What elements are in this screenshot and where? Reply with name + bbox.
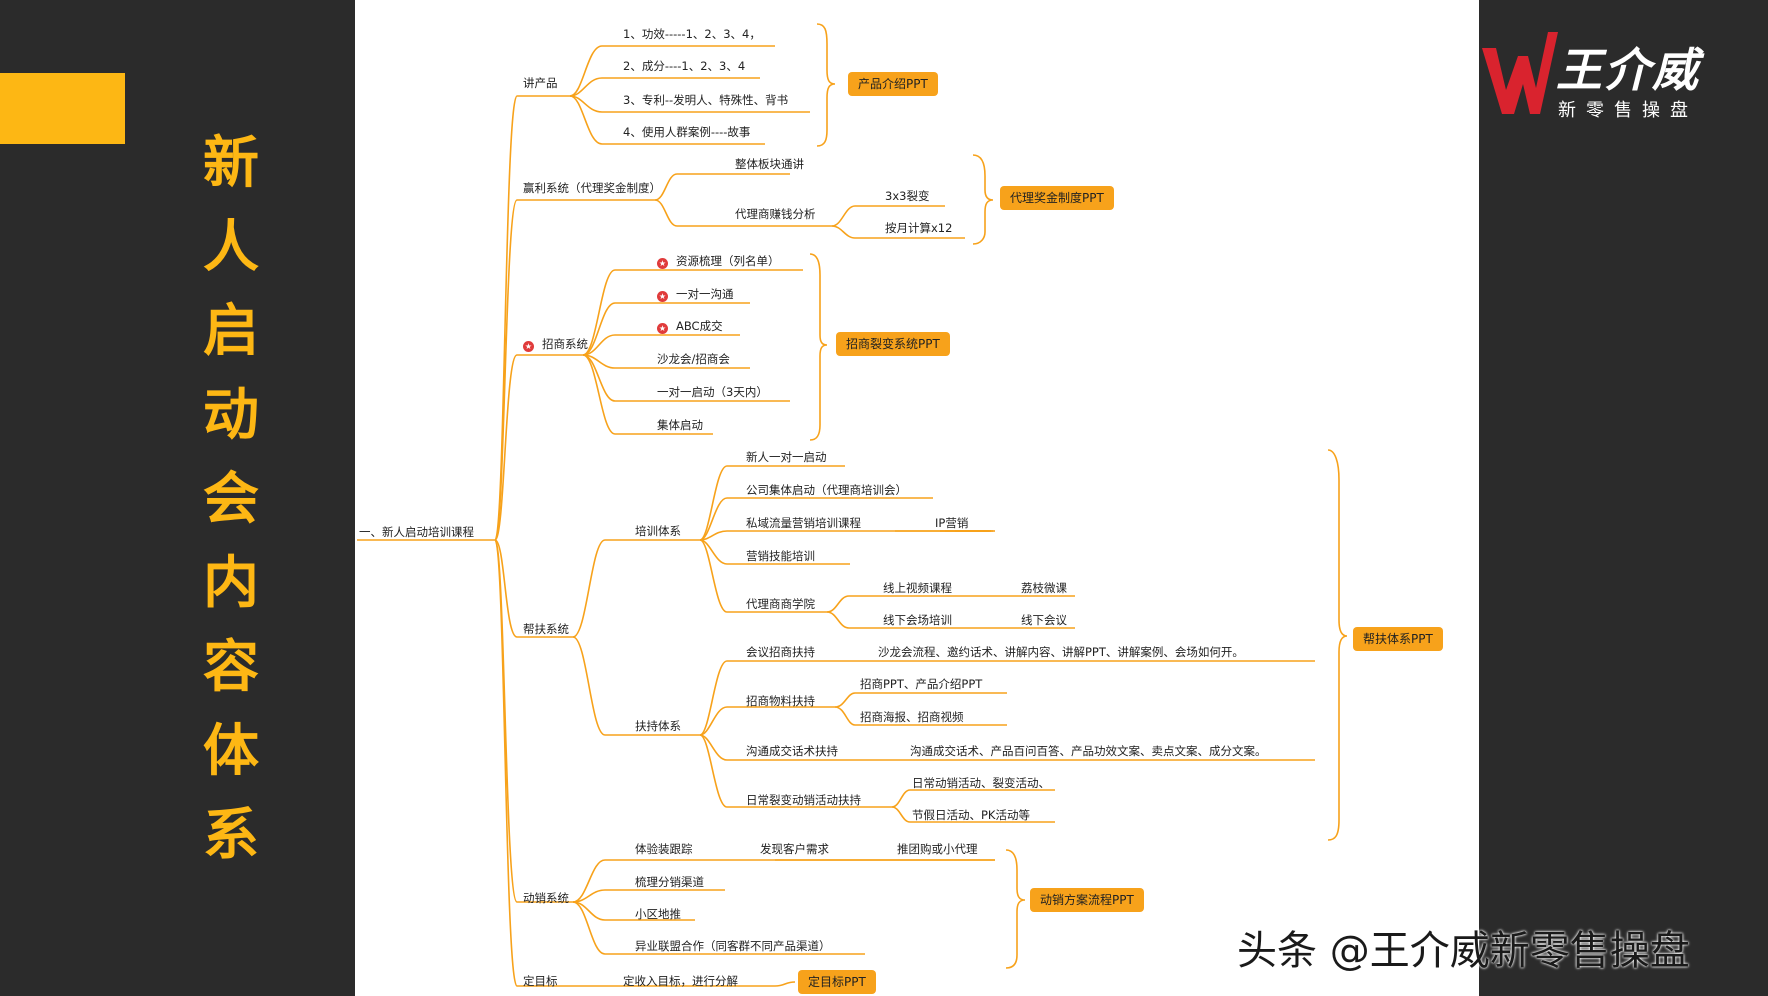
recruit-item: 沙龙会/招商会 xyxy=(657,352,730,366)
connector-lines xyxy=(357,23,1348,987)
sales-chain: 发现客户需求 xyxy=(760,842,829,856)
title-char: 体 xyxy=(203,719,259,784)
sales-item: 小区地推 xyxy=(635,907,681,921)
star-icon: ★ xyxy=(657,323,668,334)
logo-name: 王介威 xyxy=(1556,43,1700,97)
training-item: 代理商商学院 xyxy=(746,597,815,611)
training-item: 营销技能培训 xyxy=(746,549,815,563)
training-system: 培训体系 xyxy=(635,524,681,538)
profit-item: 代理商赚钱分析 xyxy=(735,207,816,221)
star-icon: ★ xyxy=(657,258,668,269)
branch-product: 讲产品 xyxy=(523,76,558,90)
title-char: 启 xyxy=(203,299,259,364)
sales-item: 异业联盟合作（同客群不同产品渠道） xyxy=(635,939,831,953)
recruit-item-label: 资源梳理（列名单） xyxy=(676,254,780,268)
sales-item: 梳理分销渠道 xyxy=(635,875,704,889)
recruit-item-label: ABC成交 xyxy=(676,319,723,333)
left-panel xyxy=(0,0,355,996)
assist-item: 沟通成交话术扶持 xyxy=(746,744,838,758)
branch-recruit: ★ 招商系统 xyxy=(523,337,588,352)
recruit-item: ★ ABC成交 xyxy=(657,319,723,334)
branch-sales: 动销系统 xyxy=(523,891,569,905)
profit-item: 整体板块通讲 xyxy=(735,157,804,171)
assist-item: 日常裂变动销活动扶持 xyxy=(746,793,861,807)
academy-item: 线下会场培训 xyxy=(883,613,952,627)
recruit-item-label: 一对一沟通 xyxy=(676,287,734,301)
branch-support: 帮扶系统 xyxy=(523,622,569,636)
w-logo-icon xyxy=(1482,32,1558,114)
title-char: 会 xyxy=(203,467,259,532)
sales-item: 体验装跟踪 xyxy=(635,842,693,856)
profit-sub-item: 3x3裂变 xyxy=(885,189,930,203)
training-item: 公司集体启动（代理商培训会） xyxy=(746,483,907,497)
profit-sub-item: 按月计算x12 xyxy=(885,221,953,235)
recruit-item: 集体启动 xyxy=(657,418,703,432)
goal-item: 定收入目标，进行分解 xyxy=(623,974,738,988)
assist-material: 招商PPT、产品介绍PPT xyxy=(860,677,983,691)
recruit-ppt-badge: 招商裂变系统PPT xyxy=(836,332,950,356)
mindmap-canvas: 一、新人启动培训课程 讲产品 1、功效-----1、2、3、4， 2、成分---… xyxy=(355,0,1479,996)
academy-sub: 线下会议 xyxy=(1021,613,1067,627)
assist-activity: 节假日活动、PK活动等 xyxy=(912,808,1030,822)
product-item: 1、功效-----1、2、3、4， xyxy=(623,27,761,41)
training-item: 私域流量营销培训课程 xyxy=(746,516,861,530)
slide-title: 新 人 启 动 会 内 容 体 系 xyxy=(195,122,267,878)
assist-system: 扶持体系 xyxy=(635,719,681,733)
title-char: 人 xyxy=(203,215,259,280)
goal-ppt-badge: 定目标PPT xyxy=(798,970,876,994)
accent-bar xyxy=(0,73,125,144)
title-char: 动 xyxy=(203,383,259,448)
star-icon: ★ xyxy=(657,291,668,302)
academy-item: 线上视频课程 xyxy=(883,581,952,595)
academy-sub: 荔枝微课 xyxy=(1021,581,1067,595)
assist-material: 招商海报、招商视频 xyxy=(860,710,964,724)
assist-activity: 日常动销活动、裂变活动、 xyxy=(912,776,1050,790)
sales-chain: 推团购或小代理 xyxy=(897,842,978,856)
product-ppt-badge: 产品介绍PPT xyxy=(848,72,938,96)
product-item: 2、成分----1、2、3、4 xyxy=(623,59,746,73)
support-ppt-badge: 帮扶体系PPT xyxy=(1353,627,1443,651)
sales-ppt-badge: 动销方案流程PPT xyxy=(1030,888,1144,912)
star-icon: ★ xyxy=(523,341,534,352)
logo-subtitle: 新零售操盘 xyxy=(1558,100,1698,121)
assist-item: 会议招商扶持 xyxy=(746,645,815,659)
watermark: 头条 @王介威新零售操盘 xyxy=(1237,928,1690,974)
recruit-item: ★ 一对一沟通 xyxy=(657,287,734,302)
training-ip: IP营销 xyxy=(935,516,969,530)
root-node: 一、新人启动培训课程 xyxy=(359,525,474,539)
assist-detail: 沙龙会流程、邀约话术、讲解内容、讲解PPT、讲解案例、会场如何开。 xyxy=(878,645,1244,659)
title-char: 新 xyxy=(203,131,259,196)
brand-logo: 王介威 新零售操盘 xyxy=(1478,20,1768,130)
assist-item: 招商物料扶持 xyxy=(746,694,815,708)
recruit-item: 一对一启动（3天内） xyxy=(657,385,768,399)
title-char: 内 xyxy=(203,551,259,616)
branch-profit: 赢利系统（代理奖金制度） xyxy=(523,181,661,195)
product-item: 4、使用人群案例----故事 xyxy=(623,125,751,139)
recruit-item: ★ 资源梳理（列名单） xyxy=(657,254,780,269)
training-item: 新人一对一启动 xyxy=(746,450,827,464)
title-char: 系 xyxy=(203,803,259,868)
title-char: 容 xyxy=(203,635,259,700)
assist-detail: 沟通成交话术、产品百问百答、产品功效文案、卖点文案、成分文案。 xyxy=(910,744,1267,758)
profit-ppt-badge: 代理奖金制度PPT xyxy=(1000,186,1114,210)
branch-recruit-label: 招商系统 xyxy=(542,337,588,351)
product-item: 3、专利--发明人、特殊性、背书 xyxy=(623,93,789,107)
branch-goal: 定目标 xyxy=(523,974,558,988)
